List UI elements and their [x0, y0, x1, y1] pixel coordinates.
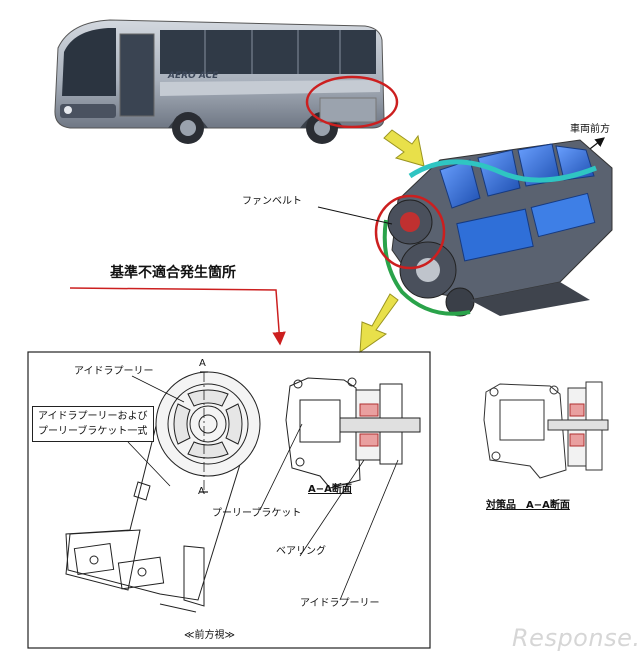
bearing-leader: [299, 447, 373, 557]
fan-belt-leader: [317, 206, 393, 225]
assembly-leader: [127, 441, 171, 487]
bearing-label: ベアリング: [276, 546, 326, 557]
idler-pulley-drawing: [155, 371, 261, 477]
front-view-label: ≪前方視≫: [184, 630, 235, 641]
countermeasure-section-drawing: [483, 381, 609, 479]
countermeasure-section-label: 対策品 A−A断面: [486, 500, 570, 511]
callout-arrow-bottom: [359, 293, 399, 354]
pulley-bracket-label: プーリーブラケット: [212, 508, 302, 519]
engine-illustration: [382, 139, 613, 317]
section-mark-bottom: A: [198, 486, 205, 497]
bus-highlight-circle: [305, 75, 399, 129]
fan-belt-label: ファンベルト: [242, 196, 302, 207]
idler-pulley-bottom-leader: [339, 459, 399, 601]
idler-assembly-line1: アイドラプーリーおよび: [38, 411, 148, 422]
idler-assembly-line2: プーリーブラケット一式: [38, 426, 148, 437]
nonconformity-leader: [69, 287, 286, 346]
idler-pulley-leader: [131, 375, 185, 403]
bus-illustration: [54, 19, 385, 144]
section-aa-drawing: [285, 377, 421, 489]
pulley-bracket-leader: [259, 423, 303, 511]
idler-pulley-bottom-label: アイドラプーリー: [300, 598, 380, 609]
nonconformity-heading: 基準不適合発生箇所: [110, 265, 236, 281]
idler-pulley-top-label: アイドラプーリー: [74, 366, 154, 377]
idler-assembly-label: アイドラプーリーおよび プーリーブラケット一式: [32, 406, 154, 442]
callout-arrow-top: [383, 129, 425, 167]
detail-frame: [27, 351, 431, 649]
bus-logo-text: AERO ACE: [168, 71, 219, 81]
section-aa-label: A−A断面: [308, 484, 352, 495]
section-mark-top: A: [199, 358, 206, 369]
response-watermark: Response.: [512, 624, 640, 652]
front-direction-label: 車両前方: [570, 124, 610, 135]
engine-highlight-circle: [374, 194, 446, 270]
